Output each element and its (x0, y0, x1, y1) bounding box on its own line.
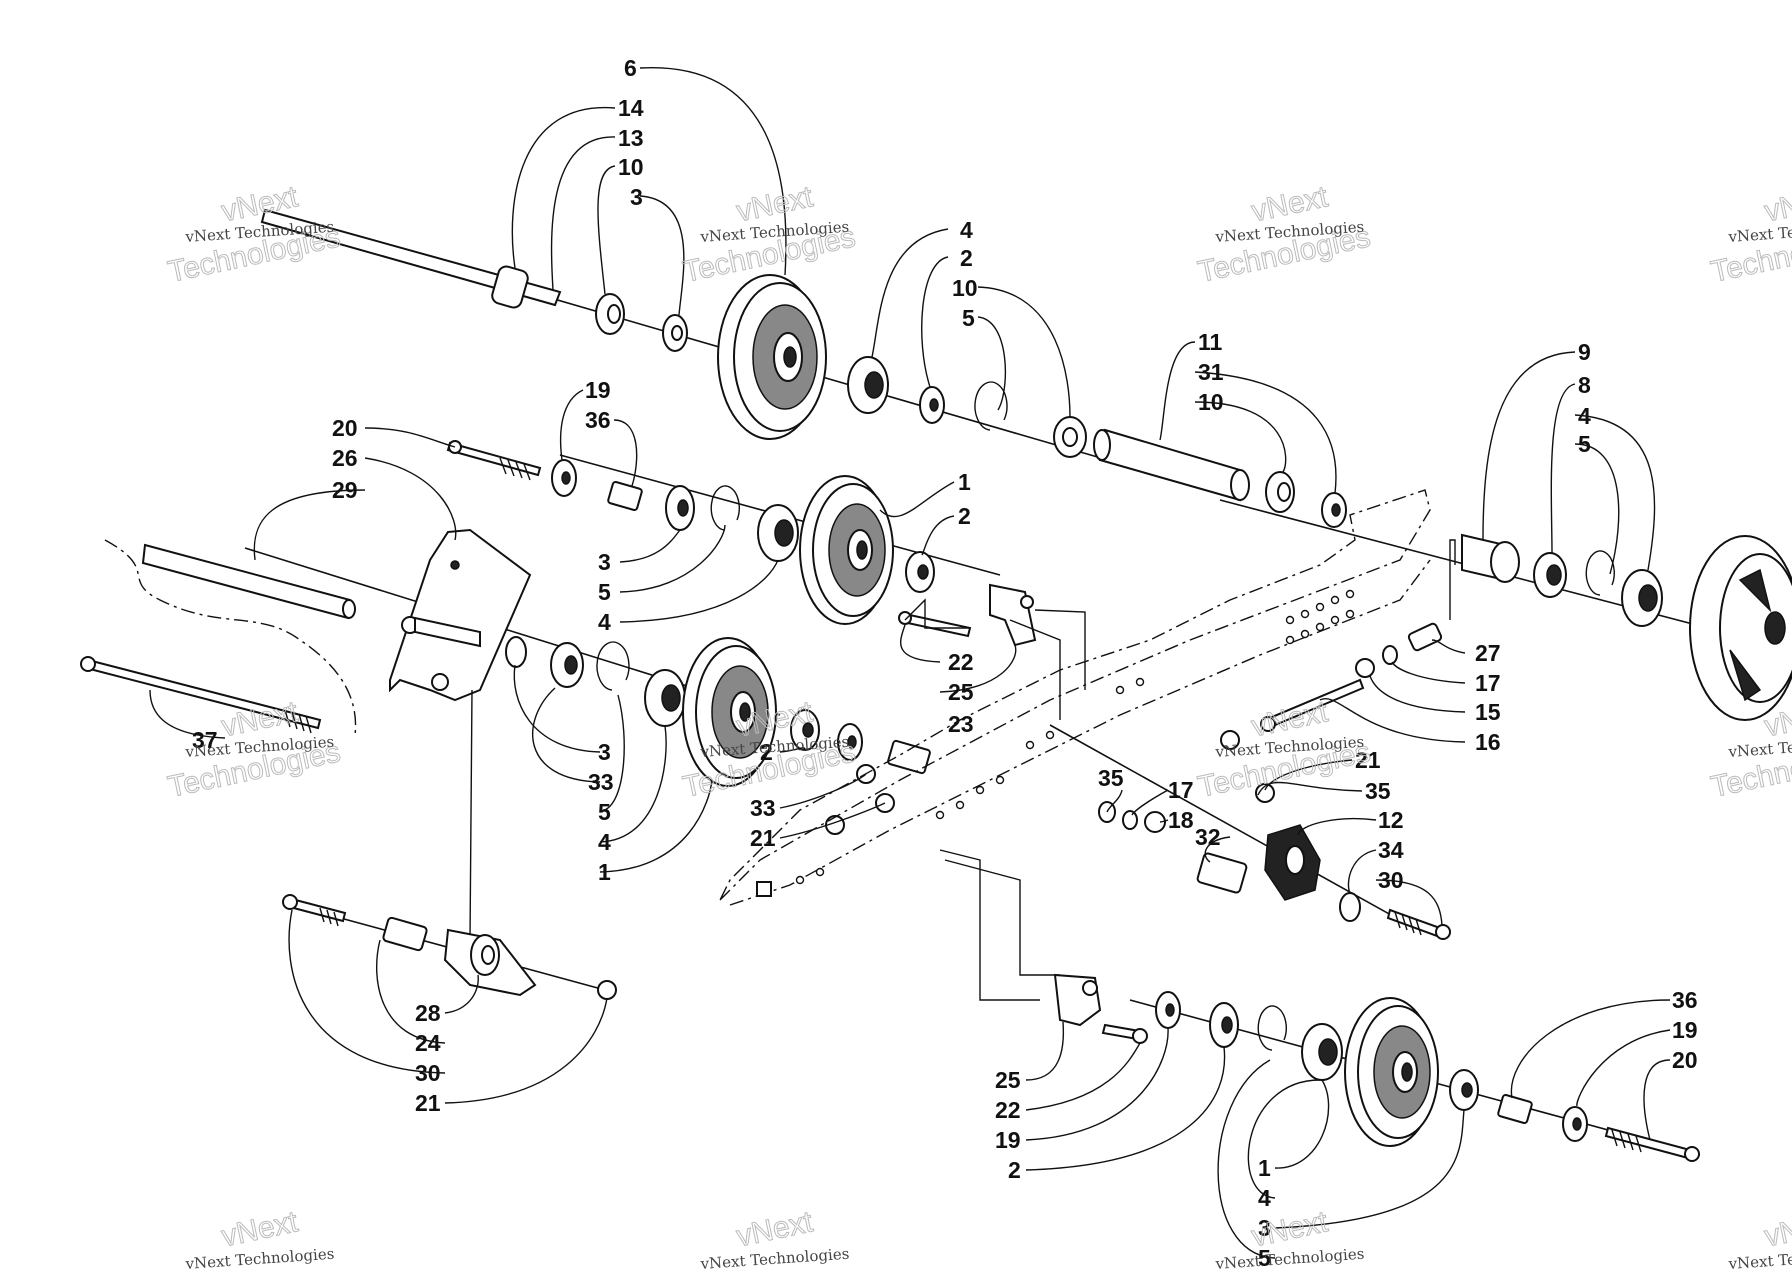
callout-label: 4 (598, 829, 611, 855)
rear-axle-assembly (1461, 533, 1792, 721)
clamp-assembly (1196, 824, 1451, 940)
callout-label: 3 (598, 739, 611, 765)
callout-label: 20 (1672, 1047, 1698, 1073)
callout-label: 31 (1198, 359, 1224, 385)
callout-label: 34 (1378, 837, 1404, 863)
callout-label: 4 (1578, 403, 1591, 429)
watermark-text: vNext Technologies (699, 1245, 850, 1273)
callout-label: 22 (995, 1097, 1021, 1123)
callout-label: 5 (962, 305, 975, 331)
idler-wheel-middle (799, 475, 894, 625)
callout-label: 10 (1198, 389, 1224, 415)
idler-wheel-bottom (1344, 997, 1439, 1147)
bottom-wheel-assembly (1053, 973, 1700, 1162)
callout-label: 36 (1672, 987, 1698, 1013)
callout-label: 17 (1168, 777, 1194, 803)
callout-label: 12 (1378, 807, 1404, 833)
callout-label: 6 (624, 55, 637, 81)
callout-label: 23 (948, 711, 974, 737)
idler-wheel-top (717, 274, 827, 440)
callout-label: 4 (598, 609, 611, 635)
callout-label: 9 (1578, 339, 1591, 365)
watermark-text: vNext (1249, 1205, 1332, 1253)
callout-label: 20 (332, 415, 358, 441)
callout-label: 2 (958, 503, 971, 529)
callout-label: 25 (948, 679, 974, 705)
callout-label: 3 (630, 184, 643, 210)
watermark-text: vNext (1762, 180, 1792, 228)
watermark-text: vNext Technologies (184, 1245, 335, 1273)
callout-label: 36 (585, 407, 611, 433)
suspension-arm-assembly (80, 528, 895, 941)
callout-label: 4 (960, 217, 973, 243)
watermark-text: vNext (1762, 1205, 1792, 1253)
callout-label: 5 (1258, 1245, 1271, 1271)
callout-label: 13 (618, 125, 644, 151)
callout-label: 5 (1578, 431, 1591, 457)
middle-wheel-assembly (446, 440, 1037, 775)
callout-label: 28 (415, 1000, 441, 1026)
callout-label: 37 (192, 727, 218, 753)
callout-label: 33 (588, 769, 614, 795)
callout-label: 33 (750, 795, 776, 821)
callout-label: 18 (1168, 807, 1194, 833)
callout-label: 27 (1475, 640, 1501, 666)
top-shaft-assembly (260, 208, 1347, 528)
callout-label: 5 (598, 799, 611, 825)
callout-label: 32 (1195, 824, 1221, 850)
callout-label: 30 (415, 1060, 441, 1086)
callout-label: 25 (995, 1067, 1021, 1093)
idler-wheel-lower-left (682, 637, 777, 787)
callout-label: 4 (1258, 1185, 1271, 1211)
lower-link-assembly (282, 894, 617, 1000)
callout-label: 1 (958, 469, 971, 495)
callout-label: 22 (948, 649, 974, 675)
callout-label: 19 (1672, 1017, 1698, 1043)
callout-label: 15 (1475, 699, 1501, 725)
callout-label: 24 (415, 1030, 441, 1056)
callout-label: 14 (618, 95, 644, 121)
callout-label: 19 (995, 1127, 1021, 1153)
callout-label: 19 (585, 377, 611, 403)
callout-label: 1 (1258, 1155, 1271, 1181)
callout-label: 3 (598, 549, 611, 575)
watermark-text: vNext (734, 1205, 817, 1253)
watermark-text: vNext Technologies (1214, 1245, 1365, 1273)
callout-label: 10 (618, 154, 644, 180)
callout-label: 21 (1355, 747, 1381, 773)
callout-label: 16 (1475, 729, 1501, 755)
callout-label: 2 (960, 245, 973, 271)
callout-label: 8 (1578, 372, 1591, 398)
callout-label: 17 (1475, 670, 1501, 696)
callout-label: 35 (1365, 778, 1391, 804)
callout-label: 11 (1198, 329, 1223, 355)
callout-label: 30 (1378, 867, 1404, 893)
callout-label: 3 (1258, 1215, 1271, 1241)
callout-label: 29 (332, 477, 358, 503)
leader-lines (149, 67, 1671, 1259)
callout-label: 21 (415, 1090, 441, 1116)
watermark-text: vNext (219, 1205, 302, 1253)
callout-label: 2 (1008, 1157, 1021, 1183)
callout-label: 1 (598, 859, 611, 885)
watermark: vNext Technologies vNext Technologies vN… (165, 180, 1792, 1273)
callout-label: 26 (332, 445, 358, 471)
callout-label: 5 (598, 579, 611, 605)
callout-label: 10 (952, 275, 978, 301)
callout-labels: 6 14 13 10 3 4 2 10 5 11 31 10 9 8 4 5 1… (192, 55, 1698, 1271)
callout-label: 21 (750, 825, 776, 851)
callout-label: 2 (760, 739, 773, 765)
callout-label: 35 (1098, 765, 1124, 791)
slide-rail (719, 489, 1456, 1001)
